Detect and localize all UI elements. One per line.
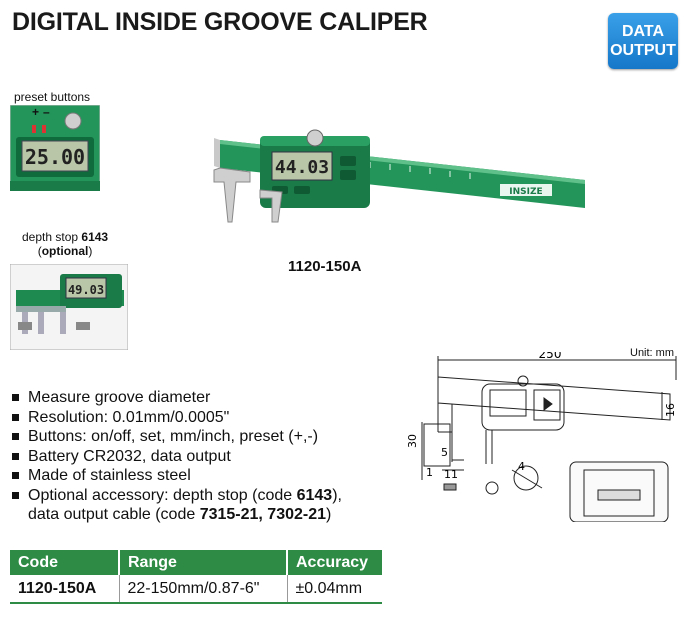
cell-range: 22-150mm/0.87-6" bbox=[119, 575, 288, 604]
dim-250: 250 bbox=[539, 352, 562, 361]
bullet-icon bbox=[12, 452, 19, 460]
depth-stop-code: 6143 bbox=[81, 230, 109, 244]
badge-line-1: DATA bbox=[621, 23, 665, 40]
spec-table: Code Range Accuracy 1120-150A 22-150mm/0… bbox=[10, 550, 382, 604]
depth-lcd-value: 49.03 bbox=[68, 283, 104, 297]
cell-code: 1120-150A bbox=[10, 575, 120, 604]
bullet-icon bbox=[12, 472, 19, 479]
feature-item: Made of stainless steel bbox=[10, 466, 342, 486]
dim-11: 11 bbox=[444, 468, 458, 481]
depth-stop-photo: 49.03 bbox=[9, 263, 129, 351]
model-label: 1120-150A bbox=[288, 258, 362, 275]
badge-line-2: OUTPUT bbox=[610, 42, 676, 59]
bullet-icon bbox=[12, 413, 19, 421]
page-title: DIGITAL INSIDE GROOVE CALIPER bbox=[12, 8, 428, 36]
technical-drawing: 250 16 30 5 1 11 4 bbox=[400, 347, 696, 523]
feature-item: Buttons: on/off, set, mm/inch, preset (+… bbox=[10, 427, 342, 447]
depth-stop-caption: depth stop 6143 (optional) bbox=[22, 230, 109, 258]
brand-logo: INSIZE bbox=[509, 187, 542, 197]
dim-5: 5 bbox=[441, 446, 448, 459]
depth-stop-optional: optional bbox=[41, 244, 89, 258]
column-header-accuracy: Accuracy bbox=[287, 550, 382, 575]
dim-30: 30 bbox=[406, 434, 419, 448]
bullet-icon bbox=[12, 433, 19, 440]
feature-item: Measure groove diameter bbox=[10, 388, 342, 408]
feature-item: Battery CR2032, data output bbox=[10, 447, 342, 467]
preset-buttons-photo: 25.00 bbox=[9, 104, 101, 192]
feature-item: Resolution: 0.01mm/0.0005" bbox=[10, 408, 342, 428]
column-header-code: Code bbox=[10, 550, 120, 575]
preset-buttons-caption: preset buttons bbox=[14, 90, 91, 104]
preset-lcd-value: 25.00 bbox=[25, 145, 85, 169]
dim-16: 16 bbox=[664, 403, 677, 417]
dim-4: 4 bbox=[518, 460, 525, 473]
caliper-photo: 44.03 INSIZE bbox=[200, 110, 590, 240]
feature-list: Measure groove diameter Resolution: 0.01… bbox=[10, 388, 342, 525]
main-lcd-value: 44.03 bbox=[275, 157, 329, 178]
bullet-icon bbox=[12, 491, 19, 499]
dim-1: 1 bbox=[426, 466, 433, 479]
table-row: 1120-150A 22-150mm/0.87-6" ±0.04mm bbox=[10, 575, 382, 604]
cell-accuracy: ±0.04mm bbox=[287, 575, 382, 604]
preset-plus-label: + bbox=[32, 105, 40, 119]
bullet-icon bbox=[12, 394, 19, 401]
column-header-range: Range bbox=[119, 550, 288, 575]
data-output-badge: DATA OUTPUT bbox=[608, 13, 678, 69]
depth-stop-text: depth stop bbox=[22, 230, 79, 244]
preset-minus-label: – bbox=[43, 105, 50, 119]
table-header-row: Code Range Accuracy bbox=[10, 550, 382, 575]
unit-label: Unit: mm bbox=[630, 347, 674, 359]
feature-item: Optional accessory: depth stop (code 614… bbox=[10, 486, 342, 506]
feature-item-continued: data output cable (code 7315-21, 7302-21… bbox=[28, 506, 332, 523]
